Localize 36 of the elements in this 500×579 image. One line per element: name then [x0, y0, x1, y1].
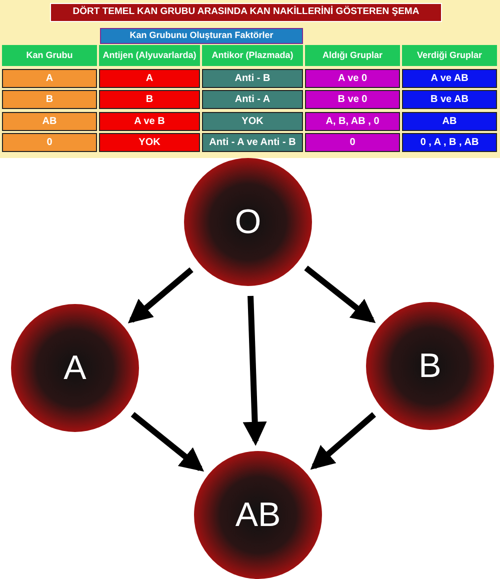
table-cell: A ve AB: [402, 69, 497, 88]
table-group-header: Kan Grubunu Oluşturan Faktörler: [100, 28, 303, 44]
title-banner: DÖRT TEMEL KAN GRUBU ARASINDA KAN NAKİLLERİNİ GÖSTEREN ŞEMA: [50, 3, 442, 22]
blood-group-label: B: [418, 346, 442, 386]
table-cell: YOK: [202, 112, 303, 131]
table-cell: Anti - A: [202, 90, 303, 109]
table-cell: B: [99, 90, 200, 109]
table-header: Verdiği Gruplar: [402, 45, 497, 66]
table-cell: A ve B: [99, 112, 200, 131]
blood-group-label: AB: [235, 494, 281, 536]
table-cell: A ve 0: [305, 69, 400, 88]
table-cell: AB: [2, 112, 97, 131]
table-cell: B: [2, 90, 97, 109]
table-header: Antikor (Plazmada): [202, 45, 303, 66]
table-cell: YOK: [99, 133, 200, 152]
table-cell: A, B, AB , 0: [305, 112, 400, 131]
table-cell: 0: [305, 133, 400, 152]
table-cell: B ve 0: [305, 90, 400, 109]
arrow: [310, 412, 376, 470]
table-cell: A: [99, 69, 200, 88]
blood-group-label: O: [234, 202, 262, 242]
table-cell: 0 , A , B , AB: [402, 133, 497, 152]
arrow: [130, 412, 204, 472]
table-cell: Anti - B: [202, 69, 303, 88]
blood-group-label: A: [64, 348, 86, 388]
table-cell: A: [2, 69, 97, 88]
table-header: Kan Grubu: [2, 45, 97, 66]
table-header: Antijen (Alyuvarlarda): [99, 45, 200, 66]
table-cell: Anti - A ve Anti - B: [202, 133, 303, 152]
table-header: Aldığı Gruplar: [305, 45, 400, 66]
arrow: [128, 267, 194, 324]
arrow: [242, 296, 267, 446]
table-cell: AB: [402, 112, 497, 131]
table-cell: 0: [2, 133, 97, 152]
table-cell: B ve AB: [402, 90, 497, 109]
arrow: [304, 266, 376, 324]
